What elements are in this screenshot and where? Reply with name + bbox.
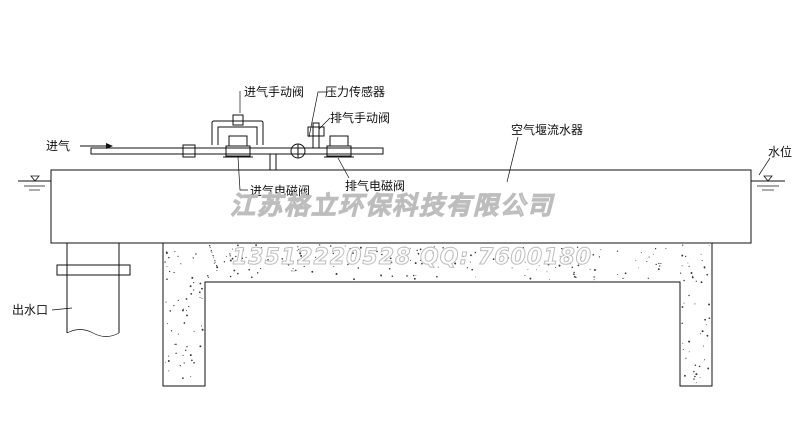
label-pressure-sensor: 压力传感器 — [325, 84, 385, 99]
water-level-mark-right — [751, 175, 785, 191]
bypass-loop — [211, 114, 264, 145]
label-air-weir: 空气堰流水器 — [511, 122, 583, 137]
water-level-mark-left — [18, 175, 51, 191]
label-exhaust-manual-valve: 排气手动阀 — [330, 110, 390, 125]
air-pipe — [90, 144, 384, 171]
label-inlet-manual-valve: 进气手动阀 — [244, 84, 304, 99]
leader-lines — [51, 91, 771, 311]
concrete-texture — [164, 244, 711, 384]
label-water-level: 水位 — [768, 144, 792, 159]
label-exhaust-solenoid-valve: 排气电磁阀 — [345, 178, 405, 193]
pressure-sensor — [290, 143, 306, 159]
label-air-inlet: 进气 — [46, 138, 70, 153]
exhaust-solenoid-valve — [324, 135, 354, 158]
weir-body — [50, 169, 752, 244]
air-inlet-arrow — [80, 143, 113, 149]
outlet-pipe — [56, 243, 131, 337]
exhaust-manual-valve — [307, 122, 325, 149]
label-inlet-solenoid-valve: 进气电磁阀 — [250, 183, 310, 198]
watermark-contact: 13512220528 QQ: 7600180 — [232, 245, 592, 270]
label-outlet: 出水口 — [12, 303, 48, 317]
watermark-company: 江苏格立环保科技有限公司 — [230, 191, 555, 220]
concrete-foundation — [162, 242, 713, 387]
